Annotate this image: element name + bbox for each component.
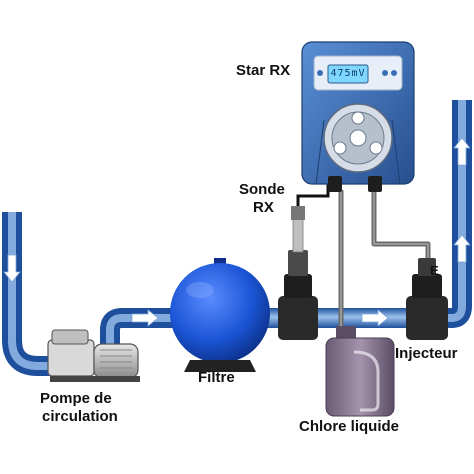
injector-fitting (406, 258, 448, 340)
injection-hose (371, 190, 431, 258)
device-label: Star RX (236, 62, 291, 79)
device-button-right-1[interactable] (382, 70, 388, 76)
flow-arrow-up-icon (453, 137, 471, 263)
pump-label-line1: Pompe de (40, 390, 112, 407)
device-button-right-2[interactable] (391, 70, 397, 76)
sand-filter (170, 258, 270, 372)
device-display-value: 475mV (330, 68, 366, 79)
inlet-pipe (2, 212, 52, 376)
filter-label: Filtre (198, 369, 235, 386)
flow-arrow-right-icon (361, 309, 389, 327)
peristaltic-rotor (333, 111, 383, 155)
star-rx-device (301, 41, 415, 192)
probe-label-line1: Sonde (239, 181, 285, 198)
probe-label-line2: RX (253, 199, 274, 216)
chlorine-container (325, 326, 395, 417)
device-display (327, 64, 369, 84)
circulation-pump (47, 329, 140, 382)
pump-label-line2: circulation (42, 408, 118, 425)
flow-arrow-down-icon (3, 254, 21, 283)
flow-arrow-right-icon (131, 309, 159, 327)
injector-label: Injecteur (395, 345, 458, 362)
container-label: Chlore liquide (299, 418, 400, 435)
probe-fitting (278, 206, 318, 340)
device-button-left[interactable] (317, 70, 323, 76)
injector-tag: E (430, 263, 439, 278)
